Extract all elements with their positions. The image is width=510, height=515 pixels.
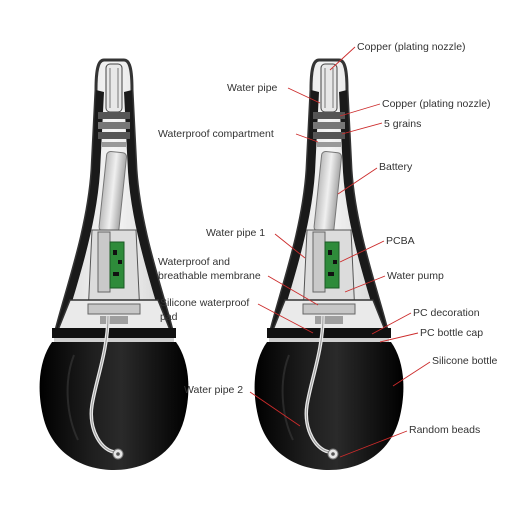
leader-pc-decoration	[371, 312, 412, 335]
label-battery: Battery	[379, 161, 413, 173]
right-device-illustration	[252, 58, 406, 472]
label-water-pipe: Water pipe	[227, 82, 278, 94]
leader-five-grains	[341, 122, 383, 135]
leader-silicone-pad	[257, 303, 314, 334]
leader-waterproof-compartment	[295, 133, 319, 143]
label-copper-nozzle-mid: Copper (plating nozzle)	[382, 98, 491, 110]
leader-water-pipe-2	[249, 391, 301, 427]
label-pc-bottle-cap: PC bottle cap	[420, 327, 484, 339]
label-silicone-pad-line1: Silicone waterproof	[160, 297, 250, 309]
leader-pcba	[339, 240, 385, 263]
leader-pc-bottle-cap	[379, 332, 419, 343]
leader-silicone-bottle	[392, 361, 431, 387]
label-water-pump: Water pump	[387, 270, 444, 282]
label-waterproof-compartment: Waterproof compartment	[158, 128, 274, 140]
leader-copper-mid	[339, 103, 381, 117]
label-pc-decoration: PC decoration	[413, 307, 480, 319]
label-water-pipe-2: Water pipe 2	[184, 384, 244, 396]
leader-water-pipe-1	[274, 233, 306, 259]
leader-lines	[249, 46, 431, 458]
leader-water-pipe	[287, 87, 321, 104]
label-water-pipe-1: Water pipe 1	[206, 227, 266, 239]
label-membrane-line2: breathable membrane	[158, 270, 261, 282]
label-silicone-pad-line2: pad	[160, 311, 178, 323]
label-random-beads: Random beads	[409, 424, 481, 436]
leader-membrane	[267, 275, 319, 306]
leader-random-beads	[339, 430, 408, 458]
leader-water-pump	[344, 275, 386, 293]
leader-copper-top	[329, 46, 356, 71]
leader-battery	[337, 167, 378, 195]
label-five-grains: 5 grains	[384, 118, 422, 130]
label-pcba: PCBA	[386, 235, 415, 247]
label-membrane-line1: Waterproof and	[158, 256, 230, 268]
label-silicone-bottle: Silicone bottle	[432, 355, 498, 367]
label-copper-nozzle-top: Copper (plating nozzle)	[357, 41, 466, 53]
